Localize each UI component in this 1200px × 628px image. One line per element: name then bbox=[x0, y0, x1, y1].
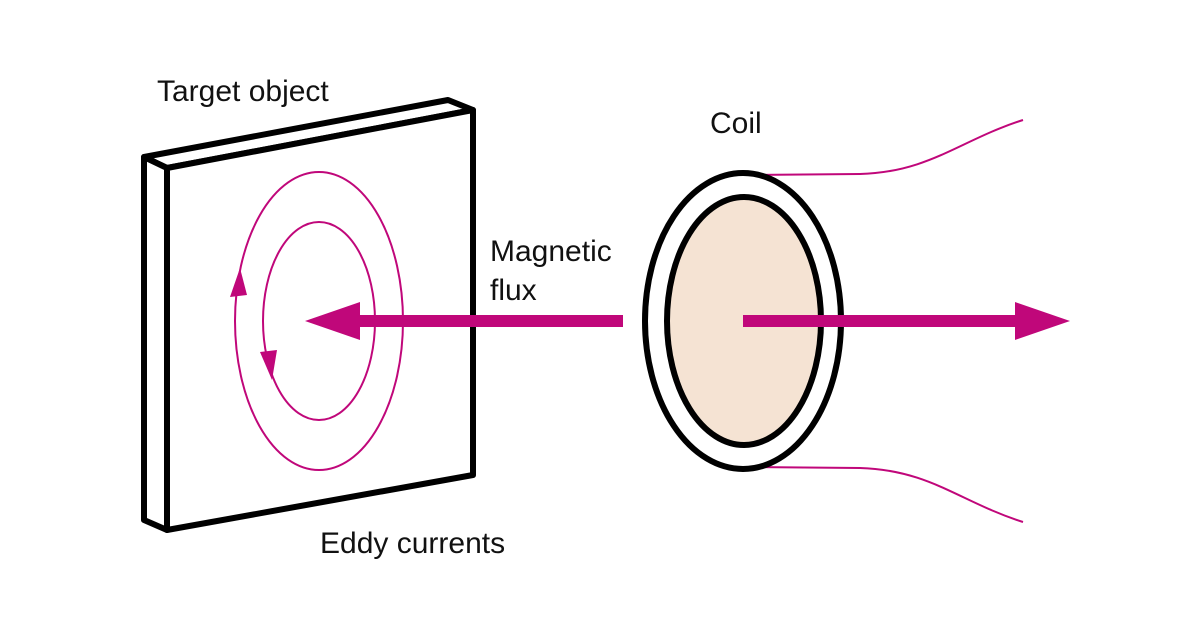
coil-label: Coil bbox=[710, 107, 762, 140]
target-object-label: Target object bbox=[157, 75, 329, 108]
coil-wire-bottom bbox=[742, 466, 1024, 523]
coil-wire-top bbox=[742, 119, 1024, 176]
eddy-arrow-up-icon bbox=[230, 268, 247, 297]
plate-side-edge bbox=[141, 154, 170, 533]
magnetic-flux-arrow-left bbox=[305, 302, 623, 340]
magnetic-flux-label-line2: flux bbox=[490, 274, 537, 307]
magnetic-flux-arrow-right bbox=[743, 302, 1070, 340]
magnetic-flux-label-line1: Magnetic bbox=[490, 235, 612, 268]
eddy-arrow-down-icon bbox=[260, 350, 277, 380]
coil bbox=[642, 119, 1024, 523]
eddy-currents-label: Eddy currents bbox=[320, 527, 505, 560]
